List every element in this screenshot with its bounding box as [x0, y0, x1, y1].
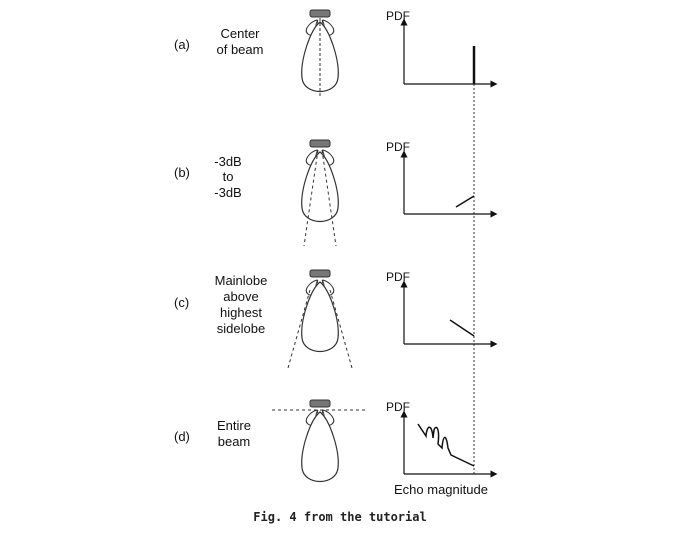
panel-label-line: -3dB [214, 185, 241, 200]
figure-caption: Fig. 4 from the tutorial [253, 510, 427, 524]
panel-label-line: Entire [217, 418, 251, 433]
pdf-axis-label: PDF [386, 140, 410, 154]
panel-c: (c) Mainlobe above highest sidelobe PDF [174, 269, 498, 369]
pdf-plot: PDF [386, 140, 498, 218]
panel-label-line: Mainlobe [215, 273, 268, 288]
panel-label-line: to [223, 169, 234, 184]
pdf-axis-label: PDF [386, 270, 410, 284]
pdf-plot: PDF Echo magnitude [386, 400, 498, 497]
pdf-axis-label: PDF [386, 9, 410, 23]
pdf-plot: PDF [386, 9, 498, 88]
panel-letter: (b) [174, 165, 190, 180]
beam-edge-line [329, 289, 353, 369]
panel-label-line: -3dB [214, 154, 241, 169]
panel-b: (b) -3dB to -3dB PDF [174, 139, 498, 247]
panel-letter: (a) [174, 37, 190, 52]
panel-label-line: Center [220, 26, 260, 41]
pdf-curve [455, 195, 475, 208]
beam-pattern-icon [287, 269, 353, 369]
panel-label-line: above [223, 289, 258, 304]
pdf-curve [417, 423, 475, 467]
beam-pattern-icon [301, 9, 339, 98]
panel-letter: (d) [174, 429, 190, 444]
panel-label-line: of beam [217, 42, 264, 57]
panel-letter: (c) [174, 295, 189, 310]
panel-d: (d) Entire beam PDF Echo magnitude [174, 399, 498, 497]
pdf-plot: PDF [386, 270, 498, 348]
beam-edge-line [287, 289, 311, 369]
beam-pattern-icon [272, 399, 368, 483]
pdf-axis-label: PDF [386, 400, 410, 414]
panel-a: (a) Center of beam PDF [174, 9, 498, 98]
panel-label-line: beam [218, 434, 251, 449]
pdf-curve [449, 319, 475, 337]
beam-pattern-icon [301, 139, 339, 247]
panel-label-line: sidelobe [217, 321, 265, 336]
panel-label-line: highest [220, 305, 262, 320]
beam-edge-line [321, 149, 337, 247]
x-axis-label: Echo magnitude [394, 482, 488, 497]
beam-edge-line [303, 149, 319, 247]
